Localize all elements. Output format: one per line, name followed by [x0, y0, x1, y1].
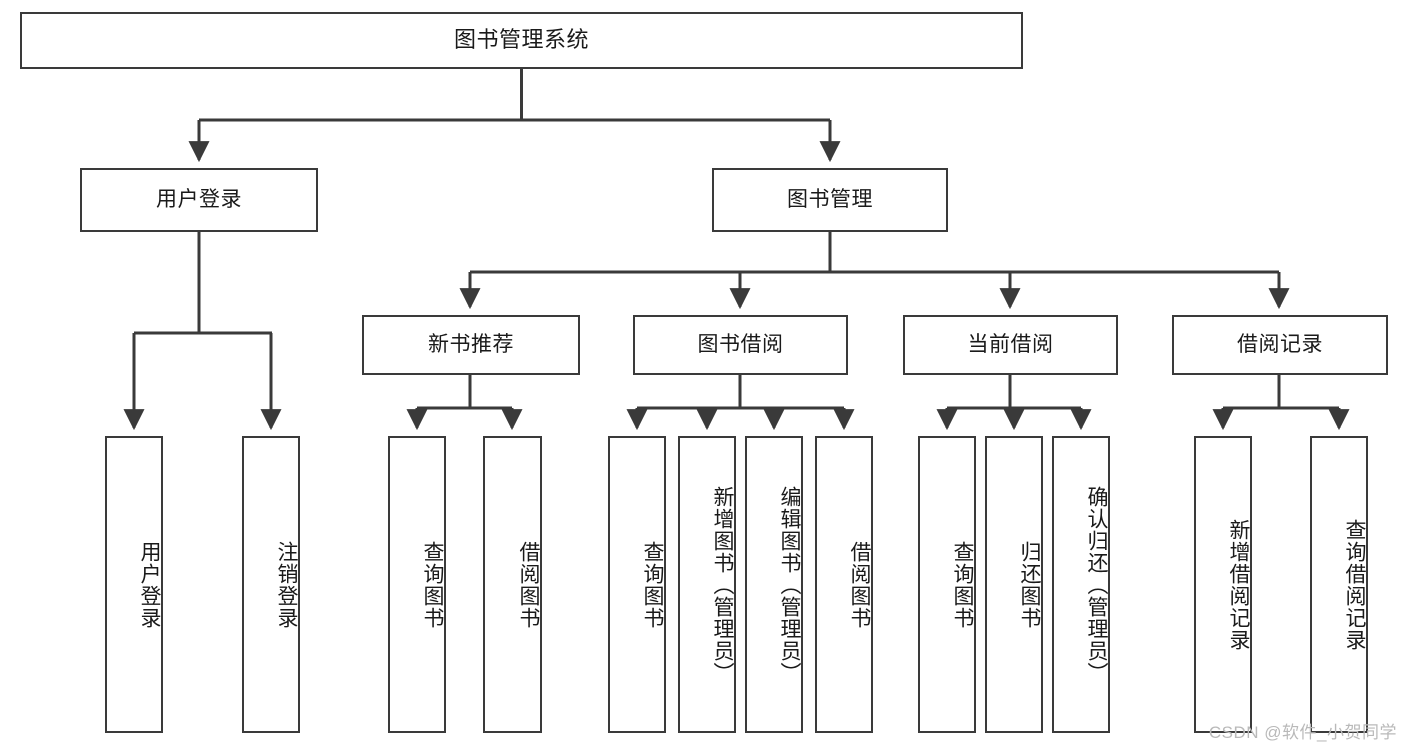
node-label: 新增图书（管理员） — [711, 485, 734, 684]
node-label: 图书管理 — [787, 188, 873, 212]
node-leaf-add-borrow-record[interactable]: 新增借阅记录 — [1194, 436, 1252, 733]
node-leaf-borrow-book[interactable]: 借阅图书 — [815, 436, 873, 733]
node-label: 查询图书 — [951, 540, 974, 629]
node-label: 借阅图书 — [848, 540, 871, 629]
node-label: 查询图书 — [641, 540, 664, 629]
node-leaf-logout[interactable]: 注销登录 — [242, 436, 300, 733]
node-leaf-query-book-borrow[interactable]: 查询图书 — [608, 436, 666, 733]
node-new-book-recommend[interactable]: 新书推荐 — [362, 315, 580, 375]
node-label: 编辑图书（管理员） — [778, 485, 801, 684]
node-label: 当前借阅 — [967, 333, 1054, 357]
node-label: 借阅记录 — [1237, 333, 1323, 357]
node-label: 确认归还（管理员） — [1085, 485, 1108, 684]
watermark: CSDN @软件_小贺同学 — [1208, 723, 1397, 742]
node-label: 新增借阅记录 — [1227, 518, 1250, 651]
node-label: 用户登录 — [156, 188, 242, 212]
node-leaf-query-book-recommend[interactable]: 查询图书 — [388, 436, 446, 733]
node-leaf-return-book[interactable]: 归还图书 — [985, 436, 1043, 733]
node-label: 注销登录 — [275, 540, 298, 629]
node-leaf-edit-book-admin[interactable]: 编辑图书（管理员） — [745, 436, 803, 733]
node-label: 图书借阅 — [697, 333, 784, 357]
node-user-login[interactable]: 用户登录 — [80, 168, 318, 232]
node-label: 用户登录 — [138, 540, 161, 629]
node-leaf-borrow-book-recommend[interactable]: 借阅图书 — [483, 436, 542, 733]
node-label: 归还图书 — [1018, 540, 1041, 629]
node-book-borrow[interactable]: 图书借阅 — [633, 315, 848, 375]
node-leaf-user-login[interactable]: 用户登录 — [105, 436, 163, 733]
node-leaf-confirm-return-admin[interactable]: 确认归还（管理员） — [1052, 436, 1110, 733]
node-borrow-record[interactable]: 借阅记录 — [1172, 315, 1388, 375]
node-label: 查询借阅记录 — [1343, 518, 1366, 651]
node-leaf-add-book-admin[interactable]: 新增图书（管理员） — [678, 436, 736, 733]
node-leaf-query-borrow-record[interactable]: 查询借阅记录 — [1310, 436, 1368, 733]
node-current-borrow[interactable]: 当前借阅 — [903, 315, 1118, 375]
node-label: 新书推荐 — [428, 333, 514, 357]
node-leaf-query-book-current[interactable]: 查询图书 — [918, 436, 976, 733]
node-label: 借阅图书 — [517, 540, 540, 629]
node-root-book-management-system[interactable]: 图书管理系统 — [20, 12, 1023, 69]
node-label: 图书管理系统 — [453, 27, 589, 53]
node-book-management[interactable]: 图书管理 — [712, 168, 948, 232]
node-label: 查询图书 — [421, 540, 444, 629]
